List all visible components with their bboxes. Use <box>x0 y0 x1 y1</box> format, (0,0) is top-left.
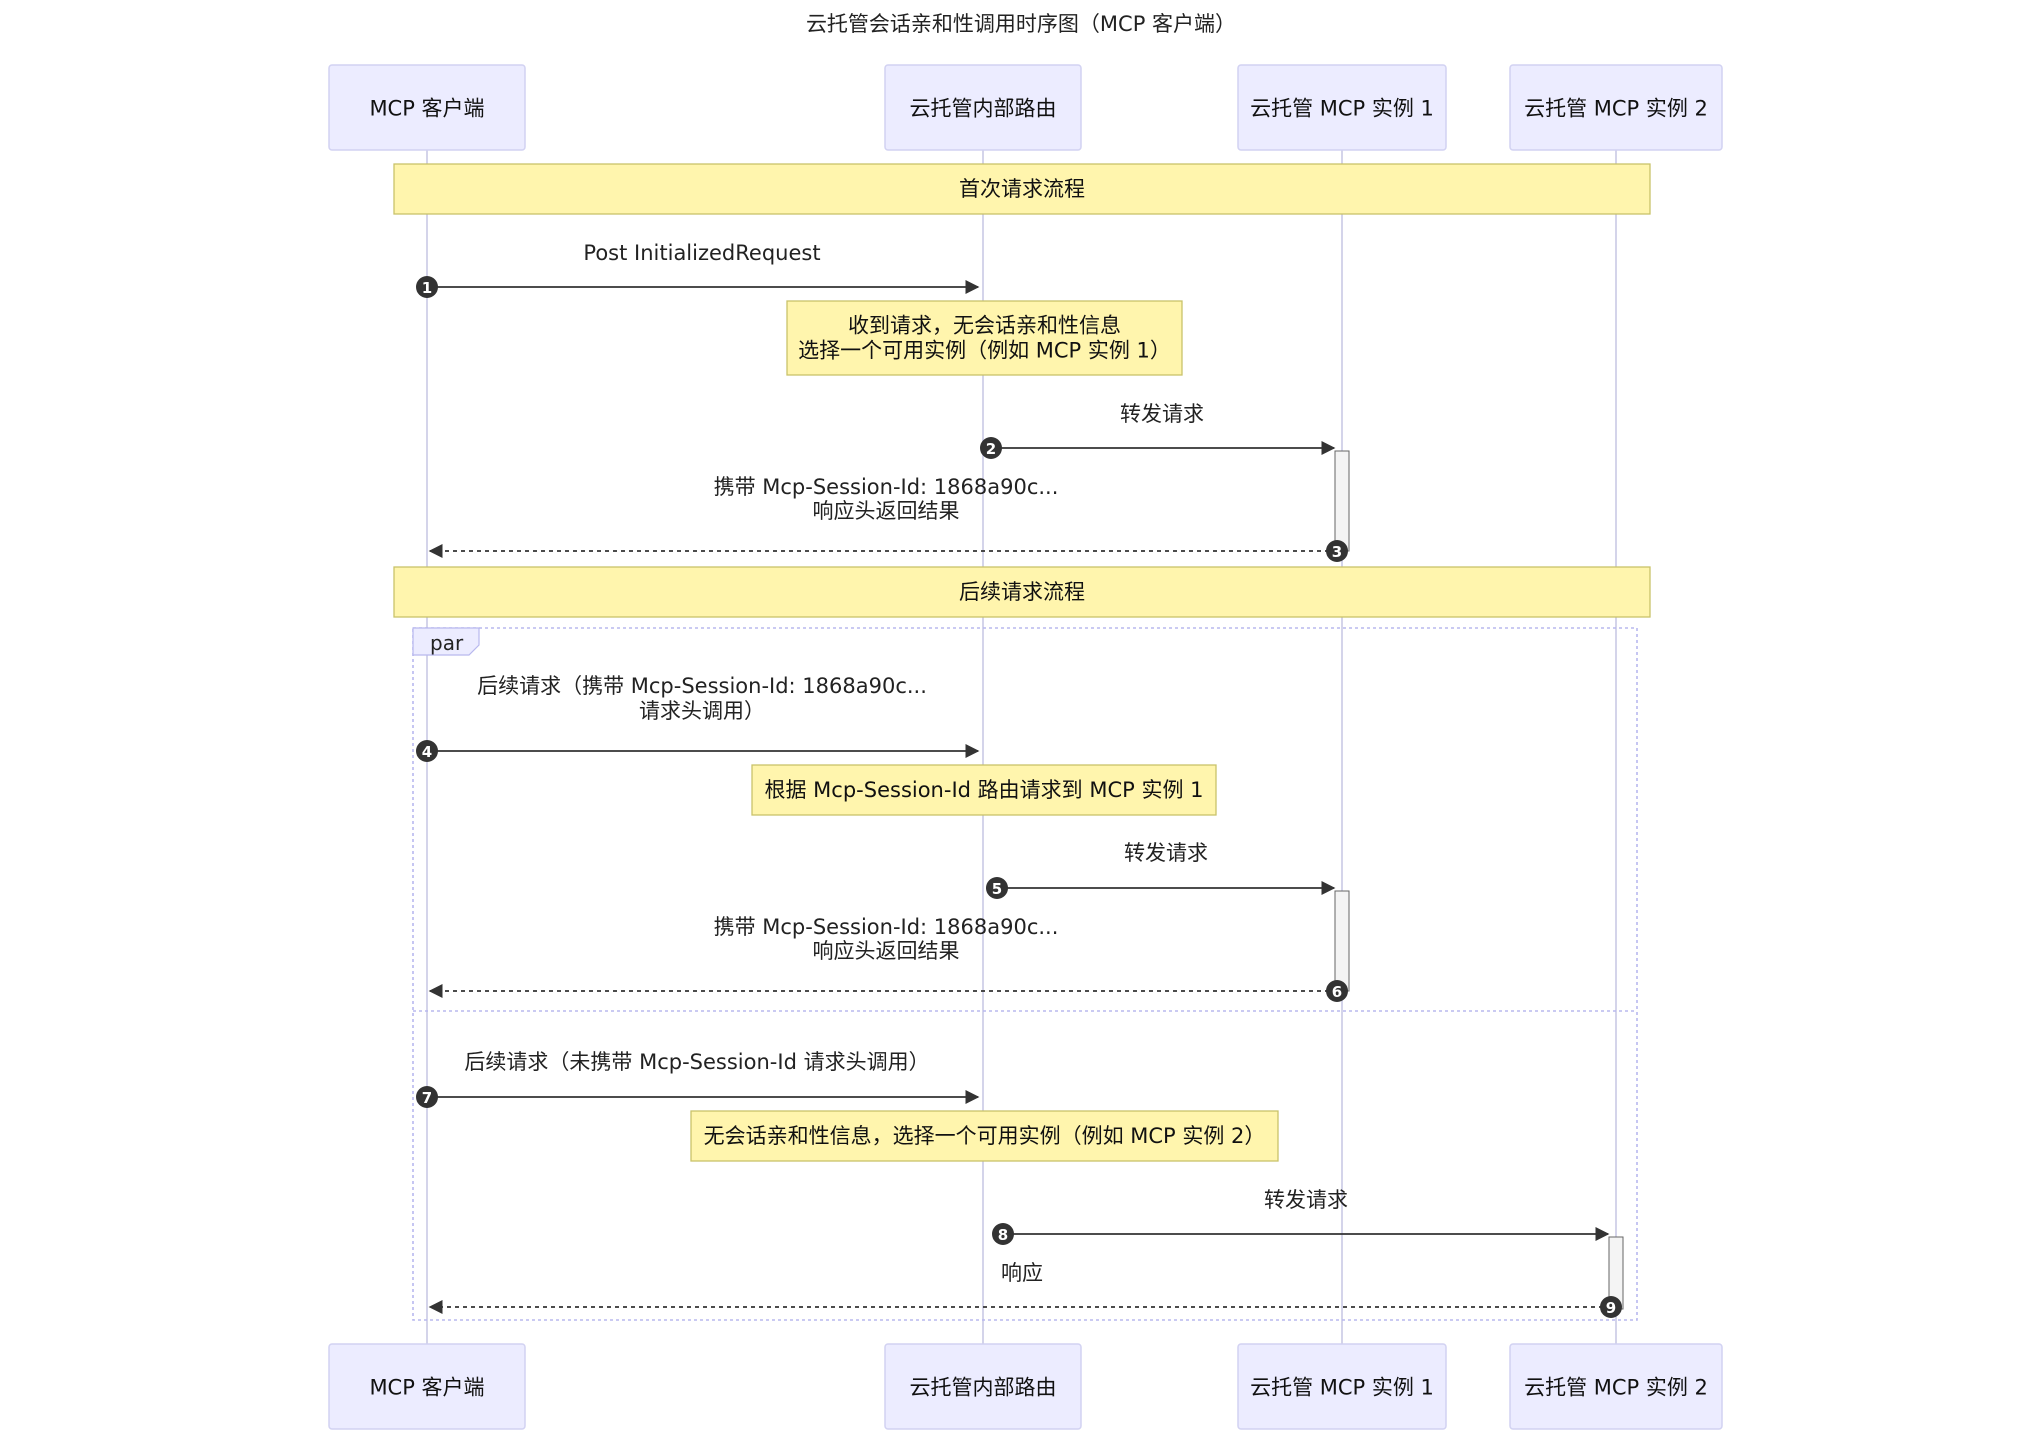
sequence-number-text: 8 <box>998 1226 1008 1244</box>
message-label: 后续请求（携带 Mcp-Session-Id: 1868a90c... <box>477 674 927 698</box>
sequence-number-text: 7 <box>422 1089 432 1107</box>
sequence-circle <box>416 740 438 762</box>
section-label: 后续请求流程 <box>959 580 1085 604</box>
actor-inst2-bottom: 云托管 MCP 实例 2 <box>1509 1343 1723 1430</box>
message-4: 后续请求（携带 Mcp-Session-Id: 1868a90c...请求头调用… <box>416 674 980 762</box>
actor-label: 云托管 MCP 实例 1 <box>1250 1376 1434 1400</box>
sequence-number-text: 5 <box>992 880 1002 898</box>
section-label: 首次请求流程 <box>959 177 1085 201</box>
message-label: 转发请求 <box>1124 841 1208 865</box>
sequence-circle <box>1600 1296 1622 1318</box>
note-3: 无会话亲和性信息，选择一个可用实例（例如 MCP 实例 2） <box>690 1110 1279 1162</box>
note-box <box>751 764 1217 816</box>
sequence-circle <box>416 276 438 298</box>
actor-box <box>328 64 526 151</box>
message-label: 携带 Mcp-Session-Id: 1868a90c... <box>714 475 1059 499</box>
actor-label: 云托管内部路由 <box>910 1376 1057 1400</box>
sequence-number-text: 1 <box>422 279 432 297</box>
actor-inst1-bottom: 云托管 MCP 实例 1 <box>1237 1343 1447 1430</box>
message-label: Post InitializedRequest <box>583 241 820 265</box>
sequence-circle <box>992 1223 1014 1245</box>
message-5: 转发请求 5 <box>986 841 1336 899</box>
sequence-number-text: 9 <box>1606 1299 1616 1317</box>
note-line: 选择一个可用实例（例如 MCP 实例 1） <box>798 339 1171 363</box>
par-label-box <box>412 627 480 656</box>
message-label: 响应 <box>1001 1261 1043 1285</box>
note-box <box>786 300 1183 376</box>
actor-box <box>328 1343 526 1430</box>
message-label: 请求头调用） <box>639 699 765 723</box>
par-frame: par <box>412 627 1638 1321</box>
actor-inst2-top: 云托管 MCP 实例 2 <box>1509 64 1723 151</box>
message-3: 携带 Mcp-Session-Id: 1868a90c...响应头返回结果 3 <box>428 475 1348 562</box>
sequence-circle <box>1326 540 1348 562</box>
actor-box <box>1509 64 1723 151</box>
note-2: 根据 Mcp-Session-Id 路由请求到 MCP 实例 1 <box>751 764 1217 816</box>
actor-box <box>884 1343 1082 1430</box>
section-box <box>393 566 1651 618</box>
message-label: 携带 Mcp-Session-Id: 1868a90c... <box>714 915 1059 939</box>
sequence-circle <box>416 1086 438 1108</box>
actor-box <box>1509 1343 1723 1430</box>
actor-label: MCP 客户端 <box>369 97 484 121</box>
message-6: 携带 Mcp-Session-Id: 1868a90c...响应头返回结果 6 <box>428 915 1348 1002</box>
actor-client-bottom: MCP 客户端 <box>328 1343 526 1430</box>
note-box <box>690 1110 1279 1162</box>
sequence-number: 9 <box>1600 1296 1622 1318</box>
actor-box <box>1237 1343 1447 1430</box>
sequence-circle <box>1326 980 1348 1002</box>
message-label: 后续请求（未携带 Mcp-Session-Id 请求头调用） <box>464 1050 929 1074</box>
message-2: 转发请求 2 <box>980 402 1336 459</box>
sequence-circle <box>986 877 1008 899</box>
message-1: Post InitializedRequest 1 <box>416 241 980 298</box>
actor-label: 云托管内部路由 <box>910 97 1057 121</box>
actor-router-bottom: 云托管内部路由 <box>884 1343 1082 1430</box>
message-8: 转发请求 8 <box>992 1188 1610 1245</box>
actor-label: 云托管 MCP 实例 2 <box>1524 1376 1708 1400</box>
sequence-number-text: 2 <box>986 440 996 458</box>
sequence-number: 2 <box>980 437 1002 459</box>
par-label: par <box>430 631 464 655</box>
sequence-number: 6 <box>1326 980 1348 1002</box>
actor-box <box>884 64 1082 151</box>
activation-inst1-b <box>1334 890 1350 992</box>
message-label: 转发请求 <box>1120 402 1204 426</box>
sequence-number: 5 <box>986 877 1008 899</box>
sequence-number: 3 <box>1326 540 1348 562</box>
sequence-number-text: 3 <box>1332 543 1342 561</box>
message-7: 后续请求（未携带 Mcp-Session-Id 请求头调用） 7 <box>416 1050 980 1108</box>
actor-label: 云托管 MCP 实例 1 <box>1250 97 1434 121</box>
activation-inst1-a <box>1334 450 1350 552</box>
actor-router-top: 云托管内部路由 <box>884 64 1082 151</box>
sequence-number: 4 <box>416 740 438 762</box>
note-line: 无会话亲和性信息，选择一个可用实例（例如 MCP 实例 2） <box>704 1124 1266 1148</box>
sequence-number: 1 <box>416 276 438 298</box>
actor-box <box>1237 64 1447 151</box>
sequence-number-text: 6 <box>1332 983 1342 1001</box>
message-label: 转发请求 <box>1264 1188 1348 1212</box>
sequence-number: 7 <box>416 1086 438 1108</box>
actor-client-top: MCP 客户端 <box>328 64 526 151</box>
section-box <box>393 163 1651 215</box>
message-9: 响应 9 <box>428 1261 1622 1318</box>
message-label: 响应头返回结果 <box>813 499 960 523</box>
sequence-number-text: 4 <box>422 743 432 761</box>
message-label: 响应头返回结果 <box>813 939 960 963</box>
sequence-circle <box>980 437 1002 459</box>
actor-inst1-top: 云托管 MCP 实例 1 <box>1237 64 1447 151</box>
diagram-title: 云托管会话亲和性调用时序图（MCP 客户端） <box>806 12 1236 36</box>
sequence-number: 8 <box>992 1223 1014 1245</box>
note-line: 收到请求，无会话亲和性信息 <box>848 314 1121 338</box>
section-later: 后续请求流程 <box>393 566 1651 618</box>
par-border <box>412 627 1638 1321</box>
section-first: 首次请求流程 <box>393 163 1651 215</box>
note-line: 根据 Mcp-Session-Id 路由请求到 MCP 实例 1 <box>765 778 1204 802</box>
actor-label: MCP 客户端 <box>369 1376 484 1400</box>
actor-label: 云托管 MCP 实例 2 <box>1524 97 1708 121</box>
